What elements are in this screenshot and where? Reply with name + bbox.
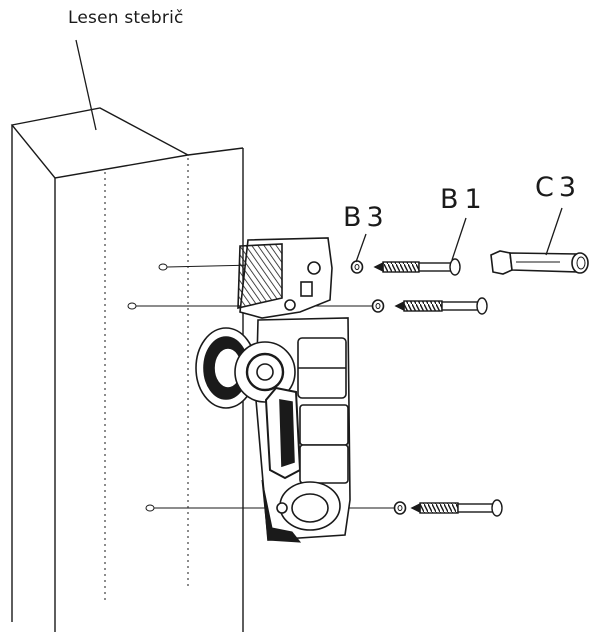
screw-bottom xyxy=(410,499,503,517)
washer-leader xyxy=(355,233,367,263)
sleeve-leader xyxy=(545,207,563,256)
screw-top xyxy=(373,258,461,276)
receiver-ring-inner xyxy=(291,493,329,523)
latch-lever-shade xyxy=(279,399,295,468)
plate-hole-top xyxy=(307,261,321,275)
sleeve xyxy=(490,250,589,275)
drill-guides xyxy=(127,263,395,512)
leader-lines xyxy=(355,207,563,263)
plate-hole-middle xyxy=(284,299,296,311)
post-label: Lesen stebrič xyxy=(68,8,184,28)
plate-slot xyxy=(300,281,313,297)
sleeve-hex-end xyxy=(490,250,513,275)
post-top-right xyxy=(187,147,244,156)
washer-callout: B3 xyxy=(343,202,389,233)
washer-top-hole xyxy=(354,264,360,270)
post-top-face xyxy=(10,107,191,179)
screw-leader xyxy=(451,217,467,261)
sleeve-opening-inner xyxy=(576,256,586,270)
body-segment-1 xyxy=(299,404,349,446)
sleeve-callout: C3 xyxy=(535,172,582,203)
screws xyxy=(373,258,503,517)
drill-hole-top xyxy=(158,263,168,271)
screw-callout: B1 xyxy=(440,184,488,215)
pivot-center xyxy=(256,363,274,381)
washers xyxy=(350,260,407,515)
post-label-leader xyxy=(75,39,97,131)
washer-middle-hole xyxy=(375,303,381,309)
hinge-assembly xyxy=(195,237,351,543)
receiver-hole xyxy=(276,502,288,514)
drill-hole-middle xyxy=(127,302,137,310)
screw-middle xyxy=(394,297,488,315)
body-segment-2 xyxy=(299,444,349,484)
wooden-post xyxy=(10,107,244,632)
lower-bracket xyxy=(261,479,302,543)
drill-hole-bottom xyxy=(145,504,155,512)
plate-grip xyxy=(237,243,283,310)
washer-bottom-hole xyxy=(397,505,403,511)
